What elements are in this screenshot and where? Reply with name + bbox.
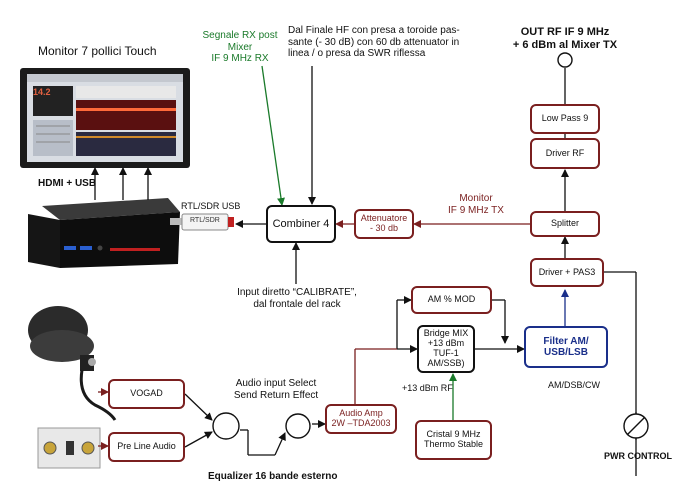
plus13-label: +13 dBm RF <box>402 383 453 393</box>
pwr-control-label: PWR CONTROL <box>604 451 672 461</box>
low-pass-box[interactable]: Low Pass 9 <box>530 104 600 134</box>
audio-jack-plate <box>37 427 101 469</box>
filter-box[interactable]: Filter AM/USB/LSB <box>524 326 608 368</box>
hf-input-note: Dal Finale HF con presa a toroide pas- s… <box>288 25 460 59</box>
monitor-if-label: Monitor IF 9 MHz TX <box>448 193 504 216</box>
combiner-box[interactable]: Combiner 4 <box>266 205 336 243</box>
rtl-sdr-dongle <box>170 213 234 231</box>
monitor-title: Monitor 7 pollici Touch <box>38 44 157 58</box>
signal-rx-label: Segnale RX post Mixer IF 9 MHz RX <box>202 30 278 64</box>
mini-pc-image <box>28 198 180 268</box>
dongle-text: RTL/SDR <box>190 217 220 224</box>
hdmi-usb-label: HDMI + USB <box>38 178 97 189</box>
driver-pas3-box[interactable]: Driver + PAS3 <box>530 258 604 287</box>
audio-select-label: Audio input Select Send Return Effect <box>233 378 319 401</box>
equalizer-label: Equalizer 16 bande esterno <box>208 471 338 482</box>
am-mod-box[interactable]: AM % MOD <box>411 286 492 314</box>
return-node <box>285 413 311 439</box>
out-rf-connector <box>557 52 573 68</box>
vogad-box[interactable]: VOGAD <box>108 379 185 409</box>
touch-monitor-image <box>20 68 190 168</box>
splitter-box[interactable]: Splitter <box>530 211 600 237</box>
am-dsb-cw-label: AM/DSB/CW <box>548 380 601 390</box>
audio-select-node <box>212 412 240 440</box>
out-rf-label: OUT RF IF 9 MHz + 6 dBm al Mixer TX <box>512 26 618 51</box>
calibrate-label: Input diretto “CALIBRATE”, dal frontale … <box>237 287 357 310</box>
microphone-image <box>28 306 117 421</box>
driver-rf-box[interactable]: Driver RF <box>530 138 600 169</box>
pwr-control-knob[interactable] <box>623 413 649 439</box>
pre-line-audio-box[interactable]: Pre Line Audio <box>108 432 185 462</box>
rtl-sdr-label: RTL/SDR USB <box>181 201 241 211</box>
attenuator-box[interactable]: Attenuatore- 30 db <box>354 209 414 239</box>
